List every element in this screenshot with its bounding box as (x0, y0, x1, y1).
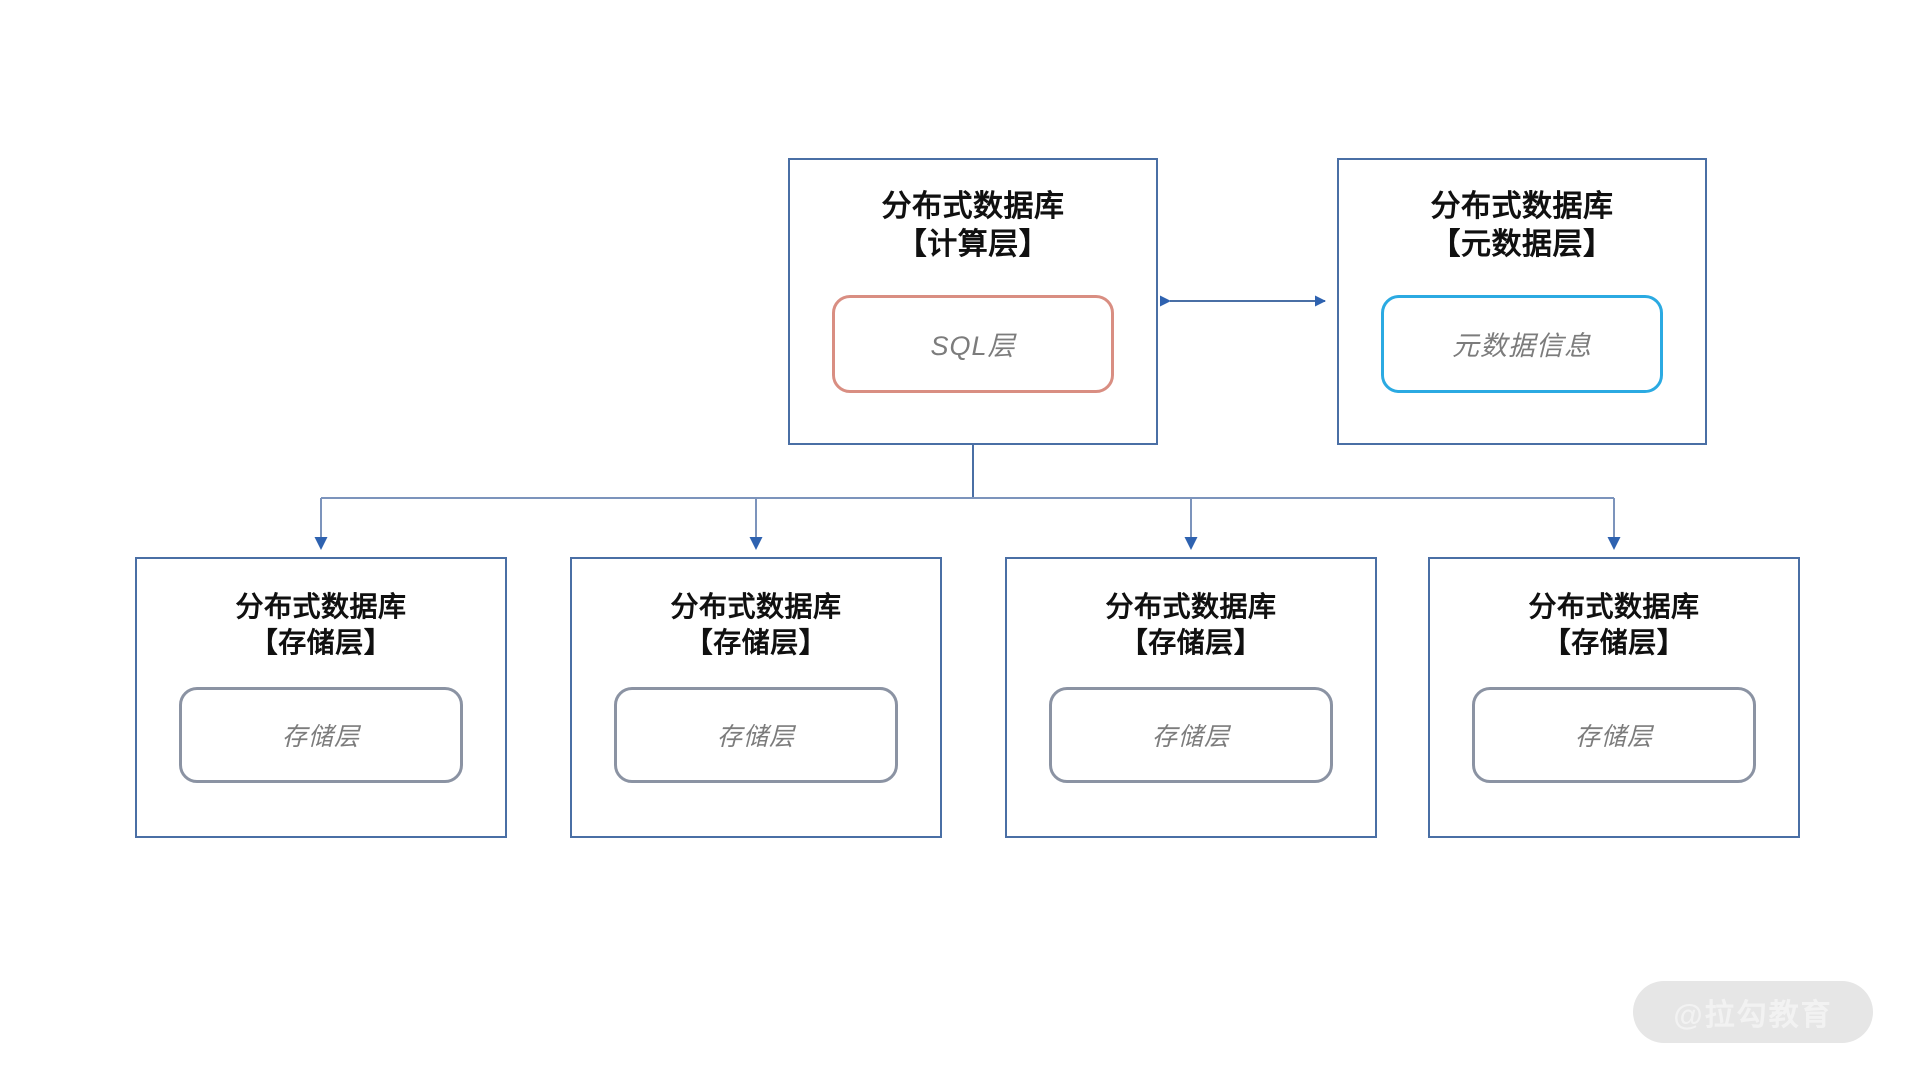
node-storage-layer-4-pill-label: 存储层 (1574, 722, 1653, 751)
node-storage-layer-3-pill[interactable]: 存储层 (1049, 686, 1333, 783)
connector-compute-storage-fanout (314, 445, 1621, 550)
node-storage-layer-3[interactable]: 分布式数据库 【存储层】 存储层 (1005, 557, 1377, 838)
watermark-badge: @拉勾教育 (1633, 981, 1873, 1043)
node-storage-layer-4-title: 分布式数据库 【存储层】 (1528, 591, 1700, 658)
watermark-label: @拉勾教育 (1673, 999, 1833, 1032)
node-compute-layer-title: 分布式数据库 【计算层】 (881, 190, 1065, 262)
node-metadata-layer-pill-label: 元数据信息 (1452, 331, 1592, 362)
node-storage-layer-2-pill[interactable]: 存储层 (614, 686, 898, 783)
node-storage-layer-3-title: 分布式数据库 【存储层】 (1105, 591, 1277, 658)
node-storage-layer-1-pill[interactable]: 存储层 (179, 686, 463, 783)
node-storage-layer-2-title: 分布式数据库 【存储层】 (670, 591, 842, 658)
node-storage-layer-1-pill-label: 存储层 (281, 722, 360, 751)
node-compute-layer[interactable]: 分布式数据库 【计算层】 SQL层 (788, 158, 1158, 445)
node-compute-layer-pill[interactable]: SQL层 (832, 294, 1114, 393)
node-storage-layer-2[interactable]: 分布式数据库 【存储层】 存储层 (570, 557, 942, 838)
node-metadata-layer-title: 分布式数据库 【元数据层】 (1430, 190, 1614, 262)
node-storage-layer-4-pill[interactable]: 存储层 (1472, 686, 1756, 783)
node-metadata-layer-pill[interactable]: 元数据信息 (1381, 294, 1663, 393)
node-storage-layer-1[interactable]: 分布式数据库 【存储层】 存储层 (135, 557, 507, 838)
node-storage-layer-1-title: 分布式数据库 【存储层】 (235, 591, 407, 658)
node-metadata-layer[interactable]: 分布式数据库 【元数据层】 元数据信息 (1337, 158, 1707, 445)
node-storage-layer-4[interactable]: 分布式数据库 【存储层】 存储层 (1428, 557, 1800, 838)
node-compute-layer-pill-label: SQL层 (930, 331, 1016, 362)
node-storage-layer-3-pill-label: 存储层 (1151, 722, 1230, 751)
node-storage-layer-2-pill-label: 存储层 (716, 722, 795, 751)
